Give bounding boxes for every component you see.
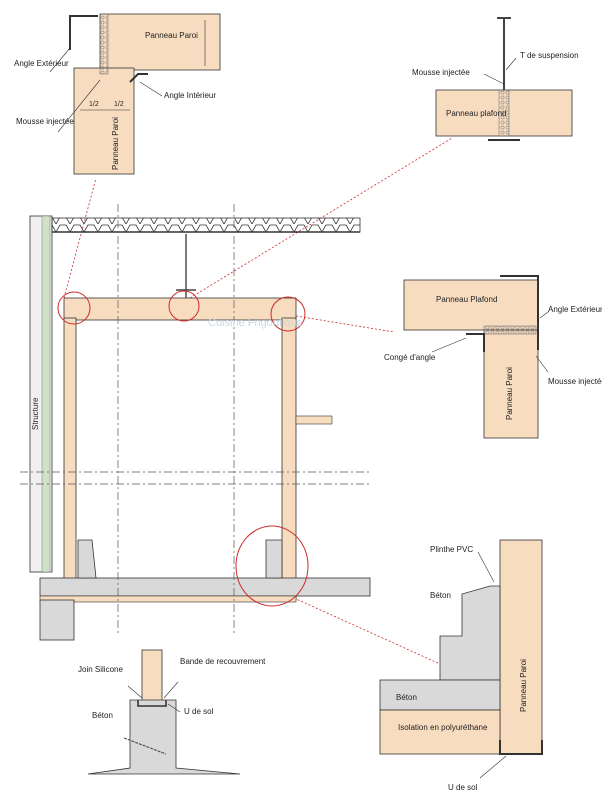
label-angle-exterior: Angle Extérieur (14, 59, 69, 68)
label-fillet-corner: Congé d'angle (384, 353, 436, 362)
label-angle-interior: Angle Intérieur (164, 91, 216, 100)
label-suspension-t: T de suspension (520, 51, 579, 60)
foundation (39, 599, 75, 641)
detail-wall-corner: Panneau Paroi Panneau Paroi 1/2 1/2 Angl… (14, 13, 221, 175)
fillet-profile (466, 333, 485, 352)
roof-panel (51, 217, 361, 233)
exterior-angle-profile (500, 275, 539, 350)
concrete-base (87, 699, 241, 775)
detail-ceiling-suspension: Mousse injectée T de suspension Panneau … (412, 17, 579, 141)
label-half-right: 1/2 (114, 101, 124, 108)
detail-circle-ceiling-corner (270, 296, 306, 332)
curb-right (265, 539, 283, 579)
label-foam-injected: Mousse injectée (16, 117, 74, 126)
label-panel-ceiling: Panneau plafond (446, 109, 507, 118)
label-panel-wall: Panneau Paroi (145, 31, 198, 40)
foam-strip (99, 13, 109, 75)
plinth-concrete (439, 585, 501, 681)
detail-plinth: Plinthe PVC Béton Béton Isolation en pol… (379, 539, 543, 792)
floor-slab (39, 577, 371, 597)
label-concrete: Béton (92, 711, 113, 720)
detail-circle-wall-corner (57, 291, 91, 325)
floor-u-profile (499, 740, 543, 755)
label-insulation: Isolation en polyuréthane (398, 723, 488, 732)
floor-insulation (39, 595, 297, 603)
insulation-layer (379, 709, 501, 755)
label-overlap-strip: Bande de recouvrement (180, 657, 266, 666)
panel-wall-horizontal (99, 13, 221, 71)
label-panel-wall-vertical: Panneau Paroi (111, 117, 120, 170)
foam-strip (498, 89, 510, 137)
label-foam-injected: Mousse injectée (548, 377, 602, 386)
label-half-left: 1/2 (89, 101, 99, 108)
panel-wall-vertical (73, 67, 135, 175)
label-structure: Structure (31, 397, 40, 430)
label-concrete-upper: Béton (430, 591, 451, 600)
label-angle-exterior: Angle Extérieur (548, 305, 602, 314)
label-panel-ceiling: Panneau Plafond (436, 295, 497, 304)
label-floor-u: U de sol (184, 707, 214, 716)
exterior-angle-profile (69, 15, 98, 50)
label-foam-injected: Mousse injectée (412, 68, 470, 77)
label-panel-wall: Panneau Paroi (505, 367, 514, 420)
label-panel-wall: Panneau Paroi (519, 659, 528, 712)
label-concrete-slab: Béton (396, 693, 417, 702)
label-pvc-plinth: Plinthe PVC (430, 545, 473, 554)
interior-angle-profile (129, 73, 148, 83)
wall-panel-left (63, 317, 77, 601)
watermark: Cuisine Frigorifique (208, 317, 303, 329)
wall-panel-right (281, 317, 297, 601)
label-silicone-joint: Join Silicone (78, 665, 123, 674)
detail-floor-junction: Join Silicone Bande de recouvrement U de… (78, 649, 266, 775)
detail-circle-suspension (168, 290, 200, 322)
panel-wall (141, 649, 163, 703)
label-floor-u: U de sol (448, 783, 478, 792)
detail-ceiling-wall-corner: Panneau Plafond Angle Extérieur Congé d'… (384, 275, 602, 439)
panel-ceiling (403, 279, 539, 331)
detail-circle-floor (235, 525, 309, 607)
panel-wall (483, 329, 539, 439)
concrete-slab (379, 679, 501, 711)
main-section: Structure (20, 204, 371, 641)
curb-left (77, 539, 97, 579)
panel-wall (499, 539, 543, 755)
foam-strip (483, 325, 537, 335)
